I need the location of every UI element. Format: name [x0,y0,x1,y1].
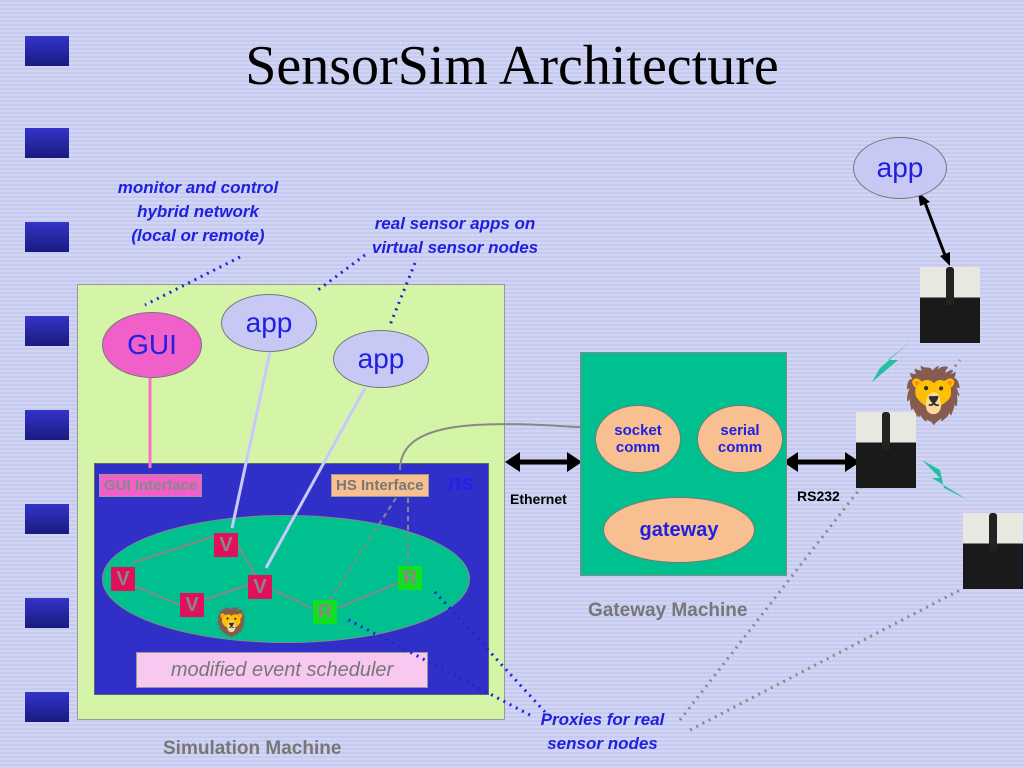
serial-label: comm [717,439,763,456]
gui-interface[interactable]: GUI Interface [99,474,203,497]
hs-interface[interactable]: HS Interface [331,474,429,497]
rs232-label: RS232 [797,488,840,504]
real-node-proxy[interactable]: R [313,600,337,624]
app-node[interactable]: app [333,330,429,388]
annotation-line: sensor nodes [547,734,658,753]
annotation-line: virtual sensor nodes [371,238,539,257]
gateway-node[interactable]: gateway [603,497,755,563]
annotation-line: Proxies for real [540,710,665,729]
gateway-machine-label: Gateway Machine [588,600,748,621]
ns-label: ns [448,470,474,495]
ethernet-label: Ethernet [510,491,567,507]
lion-icon: 🦁 [900,366,968,426]
serial-comm-node[interactable]: serial comm [697,405,783,473]
real-sensor-device[interactable] [856,412,916,488]
antenna-icon [989,513,997,551]
serial-label: serial [720,422,760,439]
real-sensor-device[interactable] [963,513,1023,589]
slide-bullet [25,36,69,66]
virtual-node[interactable]: V [214,533,238,557]
annotation-real-apps: real sensor apps on virtual sensor nodes [350,212,560,260]
real-node-proxy[interactable]: R [398,566,422,590]
gui-node[interactable]: GUI [102,312,202,378]
slide-bullet [25,410,69,440]
socket-label: socket [614,422,662,439]
slide-bullet [25,316,69,346]
slide-title: SensorSim Architecture [245,35,779,97]
annotation-line: (local or remote) [131,226,265,245]
slide-bullet [25,128,69,158]
antenna-icon [946,267,954,305]
slide-bullet [25,692,69,722]
slide-bullet [25,598,69,628]
antenna-icon [882,412,890,450]
annotation-monitor: monitor and control hybrid network (loca… [98,176,298,248]
annotation-line: real sensor apps on [374,214,536,233]
virtual-node[interactable]: V [180,593,204,617]
socket-comm-node[interactable]: socket comm [595,405,681,473]
lion-icon: 🦁 [214,607,249,638]
app-node[interactable]: app [221,294,317,352]
real-sensor-device[interactable] [920,267,980,343]
simulation-machine-label: Simulation Machine [163,738,342,759]
real-app-node[interactable]: app [853,137,947,199]
virtual-node[interactable]: V [111,567,135,591]
slide-bullet [25,222,69,252]
virtual-node[interactable]: V [248,575,272,599]
event-scheduler[interactable]: modified event scheduler [136,652,428,688]
annotation-line: monitor and control [117,178,279,197]
slide-bullet [25,504,69,534]
annotation-proxies: Proxies for real sensor nodes [520,708,685,756]
socket-label: comm [615,439,661,456]
annotation-line: hybrid network [137,202,259,221]
